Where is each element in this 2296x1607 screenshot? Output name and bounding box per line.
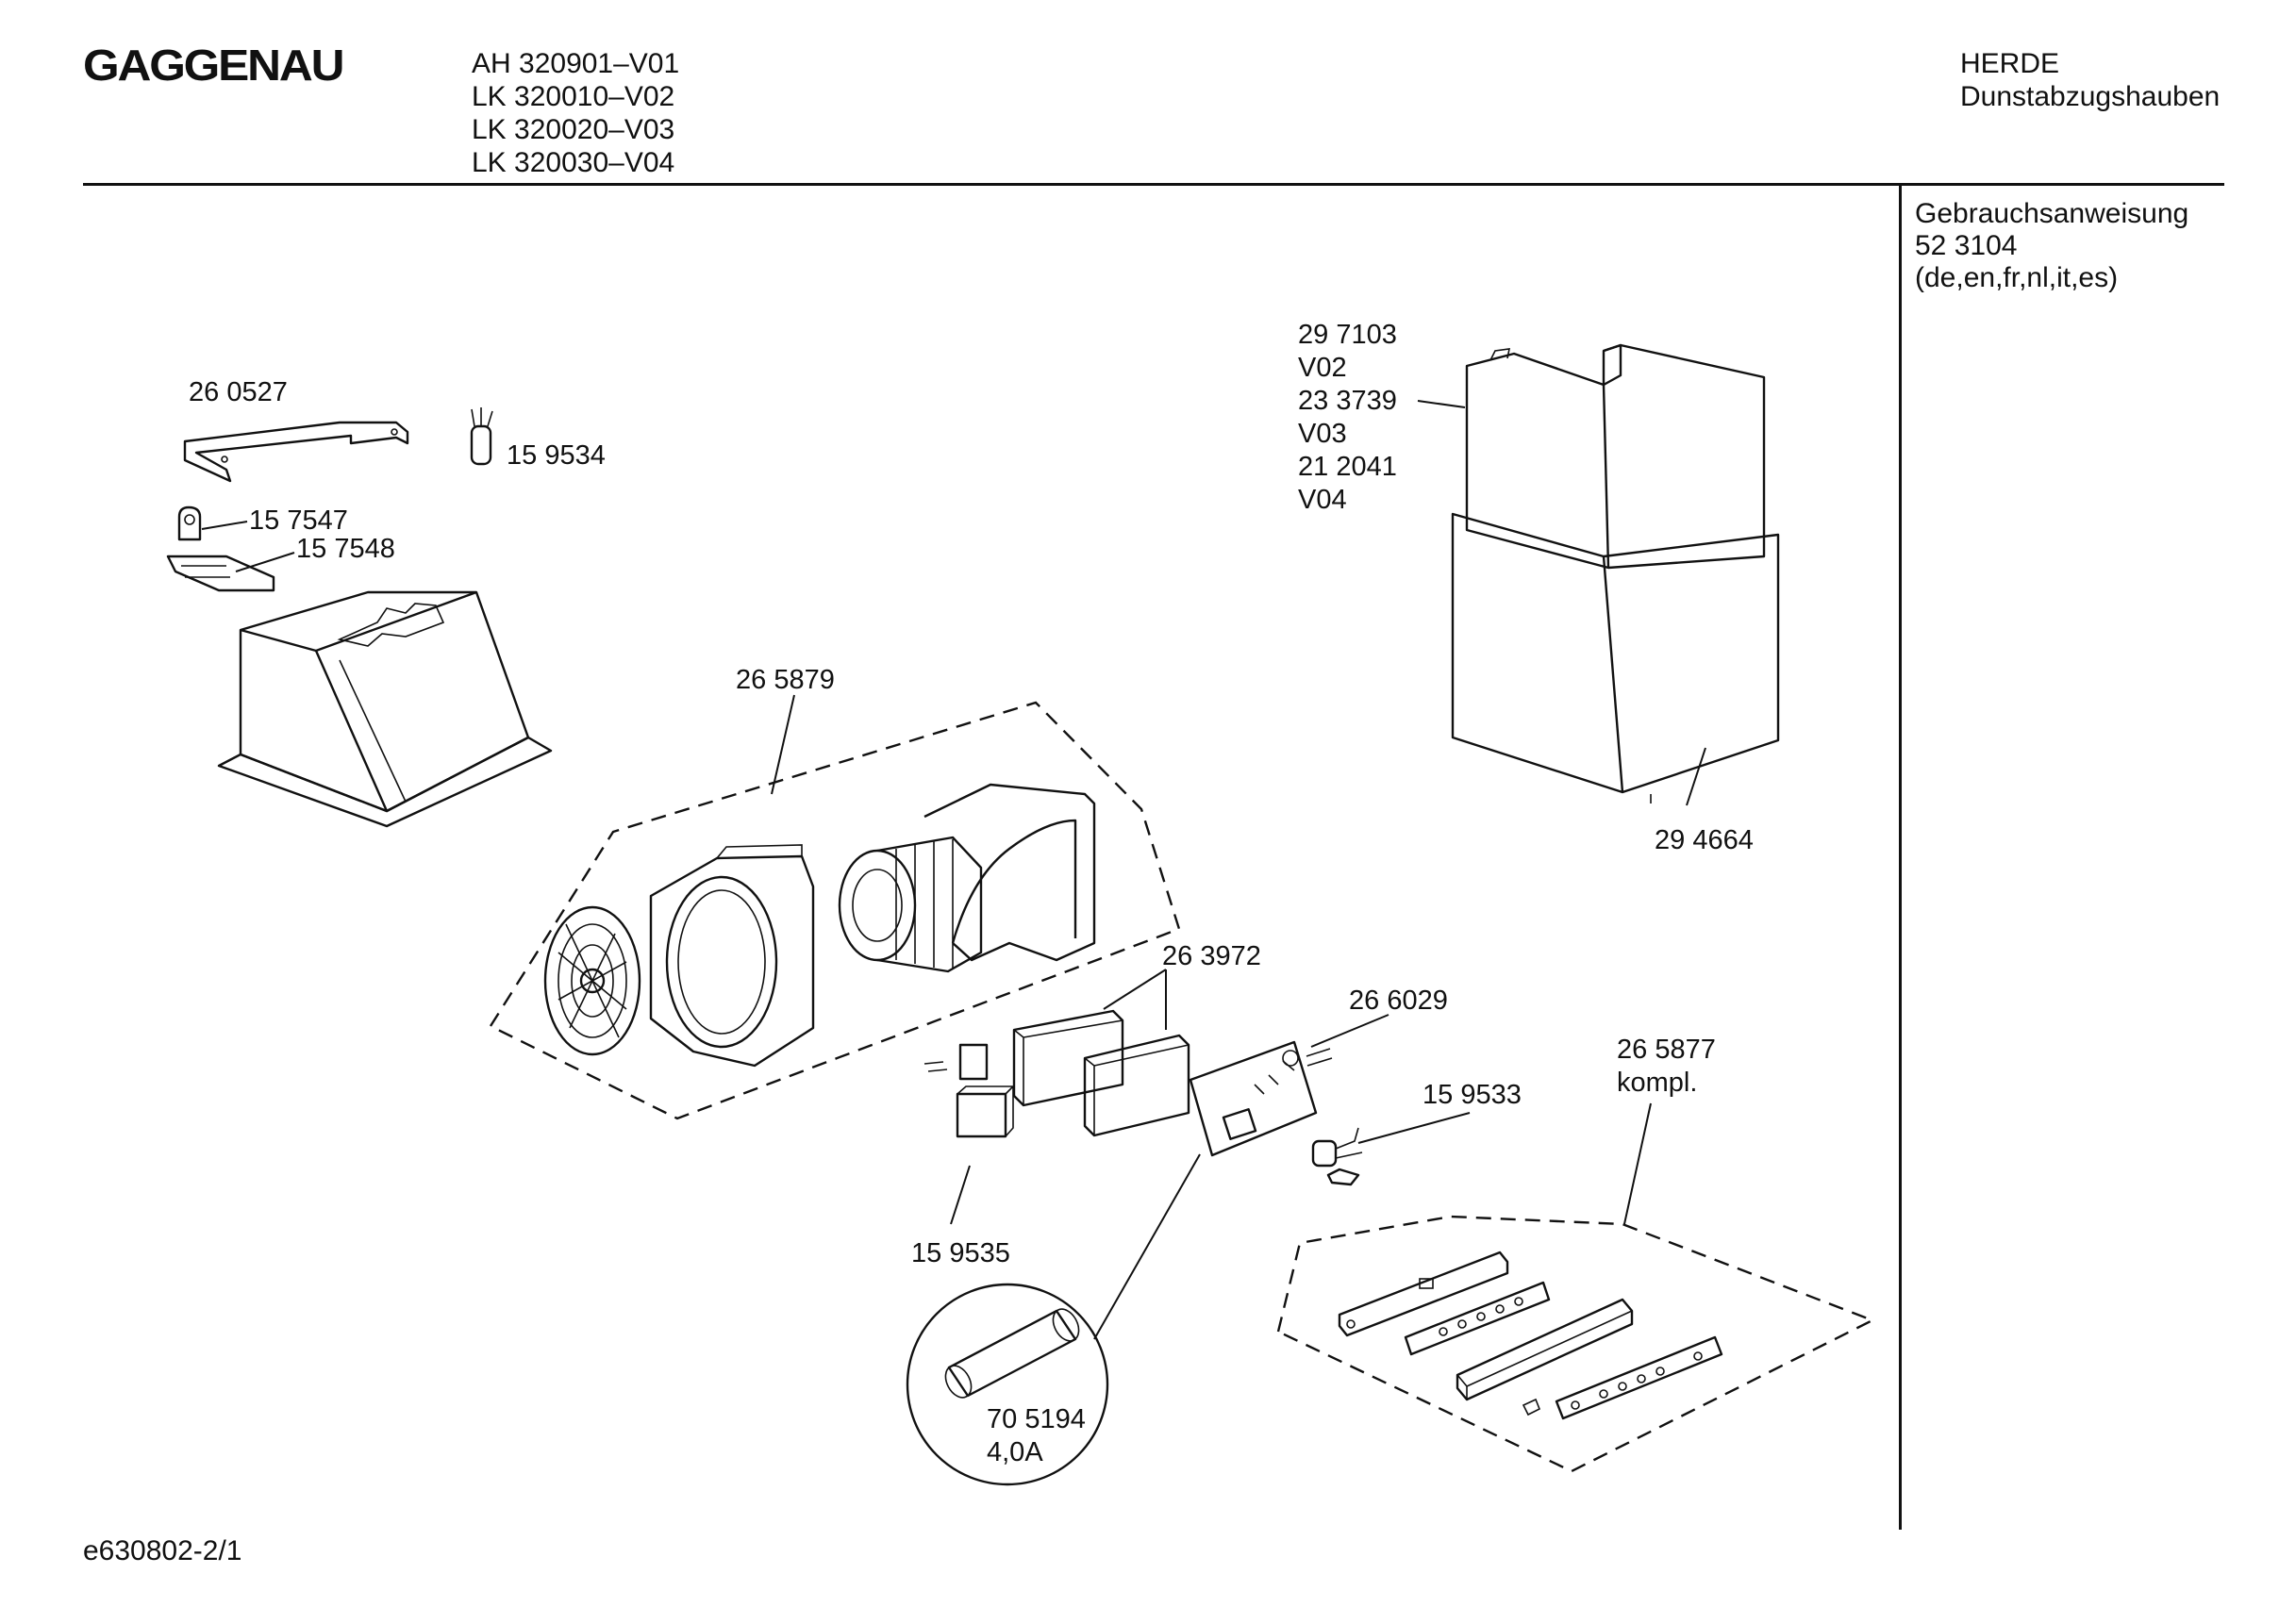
- part-label: 15 9533: [1423, 1080, 1522, 1110]
- category-block: HERDE Dunstabzugshauben: [1960, 47, 2220, 113]
- switch-housing-part: [1456, 1298, 1634, 1416]
- manual-reference: Gebrauchsanweisung 52 3104 (de,en,fr,nl,…: [1915, 198, 2188, 294]
- category-line: HERDE: [1960, 48, 2060, 79]
- model-line: LK 320010–V02: [472, 81, 675, 112]
- part-label: 70 5194: [987, 1404, 1086, 1434]
- part-label: 23 3739: [1298, 386, 1397, 416]
- header-divider: [83, 183, 2224, 186]
- manual-line: Gebrauchsanweisung: [1915, 198, 2189, 229]
- part-label: kompl.: [1617, 1068, 1697, 1098]
- hood-housing-part: [217, 590, 553, 828]
- capacitor-part: [470, 407, 493, 466]
- part-label: V04: [1298, 485, 1347, 515]
- fuse-detail: [906, 1283, 1109, 1486]
- control-board-part: [1189, 1040, 1333, 1157]
- part-label: V03: [1298, 419, 1347, 449]
- fan-housing-front-part: [649, 844, 815, 1068]
- indicator-strip-part: [1555, 1335, 1723, 1420]
- relay-part: [923, 1043, 1015, 1138]
- part-label: 15 7547: [249, 505, 348, 536]
- clip-part: [166, 505, 275, 592]
- category-line: Dunstabzugshauben: [1960, 81, 2221, 112]
- fan-housing-rear-part: [923, 783, 1096, 962]
- manual-line: 52 3104: [1915, 230, 2018, 261]
- filter-part: [1012, 1009, 1190, 1137]
- model-line: AH 320901–V01: [472, 48, 680, 79]
- part-label: 15 7548: [296, 534, 395, 564]
- part-label: 26 3972: [1162, 941, 1261, 971]
- switch-bar-part: [1338, 1251, 1509, 1337]
- part-label: 26 6029: [1349, 986, 1448, 1016]
- part-label: 21 2041: [1298, 452, 1397, 482]
- lamp-socket-part: [1311, 1127, 1363, 1186]
- manual-line: (de,en,fr,nl,it,es): [1915, 262, 2119, 293]
- fan-grille-part: [543, 905, 641, 1056]
- switch-panel-part: [1404, 1281, 1551, 1356]
- bracket-part: [183, 421, 409, 483]
- chimney-lower-part: [1451, 512, 1780, 794]
- part-label: V02: [1298, 353, 1347, 383]
- part-label: 26 5879: [736, 665, 835, 695]
- switch-kit-boundary: [1276, 1215, 1875, 1473]
- fan-wheel-part: [838, 836, 983, 973]
- part-label: 15 9535: [911, 1238, 1010, 1268]
- model-line: LK 320020–V03: [472, 114, 675, 145]
- part-label: 26 5877: [1617, 1035, 1716, 1065]
- part-label: 15 9534: [507, 440, 606, 471]
- part-label: 29 7103: [1298, 320, 1397, 350]
- model-line: LK 320030–V04: [472, 147, 675, 178]
- model-list: AH 320901–V01 LK 320010–V02 LK 320020–V0…: [472, 47, 679, 179]
- fan-assembly-boundary: [489, 701, 1181, 1120]
- chimney-part-labels: 29 7103 V02 23 3739 V03 21 2041 V04: [1298, 320, 1397, 515]
- part-label: 29 4664: [1655, 825, 1754, 855]
- chimney-upper-part: [1465, 343, 1766, 570]
- document-code: e630802-2/1: [83, 1535, 242, 1566]
- brand-logo: GAGGENAU: [83, 41, 344, 90]
- part-label: 26 0527: [189, 377, 288, 407]
- part-label: 4,0A: [987, 1437, 1043, 1467]
- sidebar-divider: [1899, 185, 1902, 1530]
